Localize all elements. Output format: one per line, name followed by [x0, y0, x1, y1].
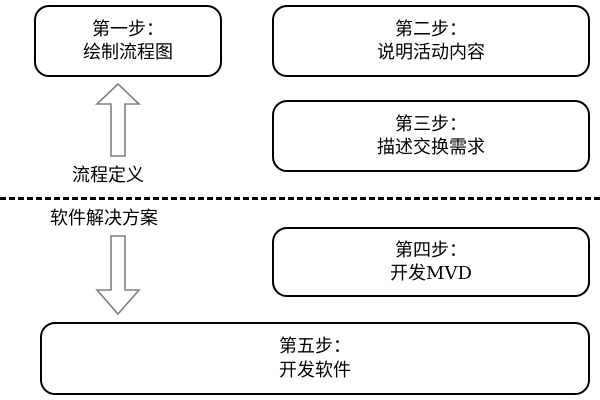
step-box-5[interactable]: 第五步： 开发软件	[40, 322, 590, 395]
down-block-arrow-icon	[95, 235, 141, 316]
step-2-body: 说明活动内容	[377, 42, 485, 63]
step-2-heading: 第二步：	[395, 18, 467, 40]
step-box-3[interactable]: 第三步： 描述交换需求	[272, 100, 590, 172]
step-box-4[interactable]: 第四步： 开发MVD	[272, 227, 590, 297]
region-label-process-definition: 流程定义	[72, 165, 144, 186]
step-3-body: 描述交换需求	[377, 137, 485, 158]
step-4-heading: 第四步：	[395, 239, 467, 261]
up-block-arrow-icon	[95, 82, 141, 157]
step-4-body: 开发MVD	[390, 263, 472, 284]
step-box-1[interactable]: 第一步： 绘制流程图	[34, 5, 222, 77]
region-label-software-solution: 软件解决方案	[50, 208, 158, 229]
step-3-heading: 第三步：	[395, 113, 467, 135]
step-5-body: 开发软件	[279, 359, 351, 381]
step-box-2[interactable]: 第二步： 说明活动内容	[272, 5, 590, 77]
step-5-heading: 第五步：	[279, 336, 351, 358]
step-1-body: 绘制流程图	[83, 42, 173, 63]
region-divider	[0, 197, 600, 200]
step-1-heading: 第一步：	[92, 18, 164, 40]
